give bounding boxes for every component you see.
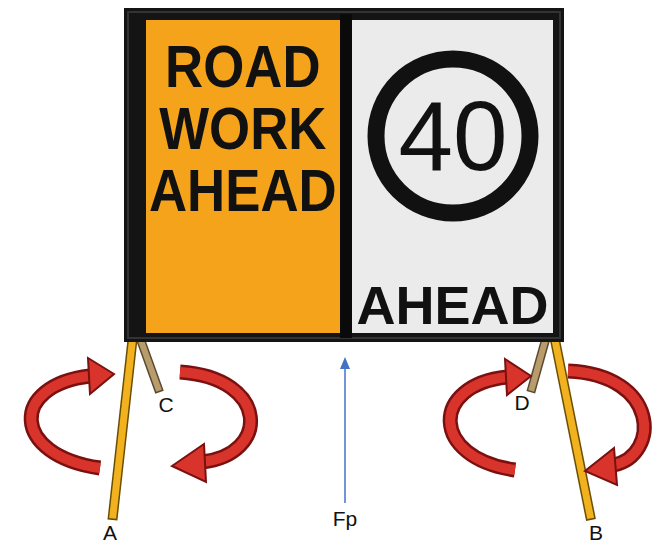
sign-frame xyxy=(124,8,564,342)
sign-text: AHEAD xyxy=(355,277,550,333)
leg-label: C xyxy=(158,393,173,417)
rotation-arrows xyxy=(31,358,644,485)
leg-label: D xyxy=(514,391,529,415)
force-label: Fp xyxy=(333,507,358,531)
panel-divider xyxy=(340,14,352,338)
sign-text: ROAD WORK AHEAD xyxy=(149,36,337,222)
force-arrow xyxy=(340,357,350,503)
speed-circle: 40 xyxy=(367,50,539,222)
leg-label: A xyxy=(103,521,117,545)
leg-label: B xyxy=(589,521,603,545)
speed-panel: 40AHEAD xyxy=(352,20,553,333)
speed-number: 40 xyxy=(392,86,514,186)
warning-panel: ROAD WORK AHEAD xyxy=(146,20,340,333)
sign-legs xyxy=(113,335,590,515)
